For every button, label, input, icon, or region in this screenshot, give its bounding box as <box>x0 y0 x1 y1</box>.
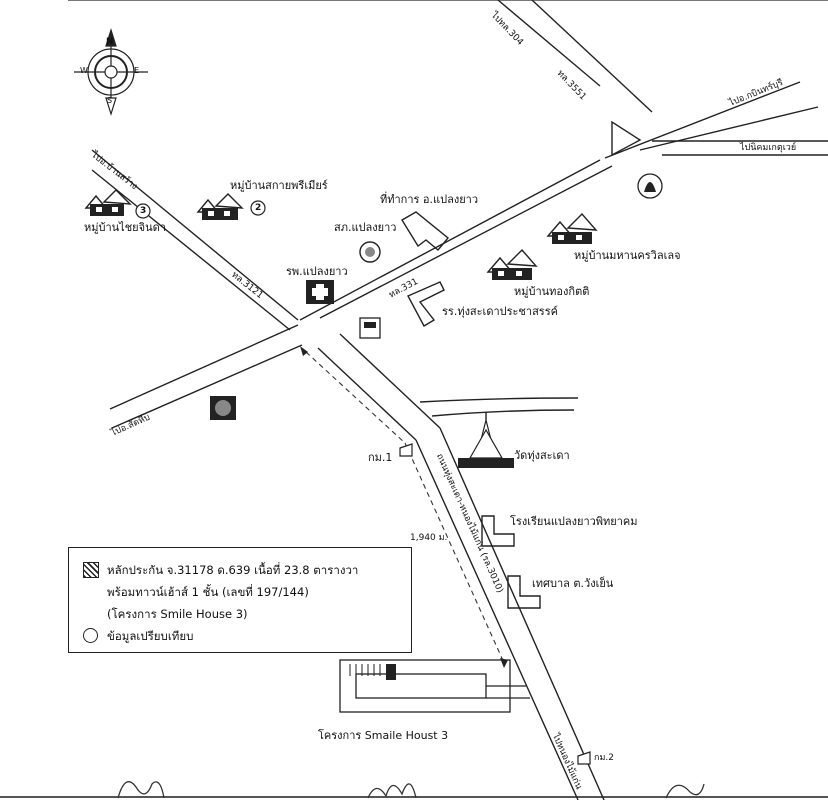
legend-box: หลักประกัน จ.31178 ด.639 เนื้อที่ 23.8 ต… <box>68 547 412 653</box>
house-icon-thongkitti <box>486 248 538 280</box>
legend-collateral-swatch <box>83 562 99 578</box>
route-dashed <box>305 351 506 666</box>
km1-marker-icon <box>399 443 413 457</box>
road-temple <box>419 397 579 417</box>
label-police: สภ.แปลงยาว <box>334 221 397 234</box>
label-village-mahanakorn: หมู่บ้านมหานครวิลเลจ <box>574 249 681 262</box>
road-3121 <box>91 149 299 331</box>
label-project: โครงการ Smaile Houst 3 <box>318 729 449 742</box>
school-plaeng-building <box>481 515 515 547</box>
junction-island <box>611 120 642 157</box>
signatures <box>117 781 705 799</box>
label-school-thung: รร.ทุ่งสะเดาประชาสรรค์ <box>442 305 558 318</box>
label-district-office: ที่ทำการ อ.แปลงยาว <box>380 193 479 206</box>
label-temple: วัดทุ่งสะเดา <box>514 449 570 462</box>
project-hatch <box>386 664 396 680</box>
km2-marker-icon <box>577 751 591 765</box>
legend-line2: พร้อมทาวน์เฮ้าส์ 1 ชั้น (เลขที่ 197/144) <box>107 585 309 599</box>
road-3551 <box>497 0 653 113</box>
school-thung-building <box>407 281 445 327</box>
compass-s: S <box>107 96 113 105</box>
label-village-thongkitti: หมู่บ้านทองกิตติ <box>514 285 590 298</box>
house-icon-mahanakorn <box>546 212 598 244</box>
police-icon <box>359 241 381 263</box>
house-icon-chai <box>84 189 151 219</box>
label-municipality: เทศบาล ต.วังเย็น <box>532 577 614 590</box>
legend-line1: หลักประกัน จ.31178 ด.639 เนื้อที่ 23.8 ต… <box>107 563 359 577</box>
label-hospital: รพ.แปลงยาว <box>286 265 348 278</box>
legend-compare-icon <box>83 628 98 643</box>
school-icon <box>359 317 381 339</box>
marker-chai-num: 3 <box>140 206 147 216</box>
municipality-building <box>507 575 541 609</box>
label-to-industrial: ไปนิคมเกตุเวย์ <box>740 143 797 153</box>
label-village-sakai: หมู่บ้านสกายพรีเมียร์ <box>230 179 328 192</box>
compass-w: W <box>80 66 88 75</box>
legend-line4: ข้อมูลเปรียบเทียบ <box>107 629 194 643</box>
marker-sakai-num: 2 <box>255 203 262 213</box>
compass-e: E <box>134 66 140 75</box>
roundabout-icon <box>210 396 236 420</box>
project-fence <box>349 664 381 676</box>
label-distance: 1,940 ม. <box>410 533 448 543</box>
label-km2: กม.2 <box>594 753 614 763</box>
temple-icon <box>458 412 514 468</box>
road-industrial <box>652 140 828 156</box>
hospital-cross-icon <box>306 280 334 304</box>
compass-icon <box>74 27 148 117</box>
road-3010 <box>317 333 605 800</box>
house-icon-sakai <box>196 193 266 220</box>
label-school-plaeng: โรงเรียนแปลงยาวพิทยาคม <box>510 515 638 528</box>
legend-line3: (โครงการ Smile House 3) <box>107 607 248 621</box>
project-site <box>339 659 530 713</box>
district-office-building <box>401 211 449 251</box>
compass-n: N <box>106 37 114 47</box>
gas-station-icon <box>637 173 663 199</box>
road-331 <box>109 81 819 429</box>
label-village-chai: หมู่บ้านไชยจินดา <box>84 221 166 234</box>
label-km1: กม.1 <box>368 451 393 464</box>
